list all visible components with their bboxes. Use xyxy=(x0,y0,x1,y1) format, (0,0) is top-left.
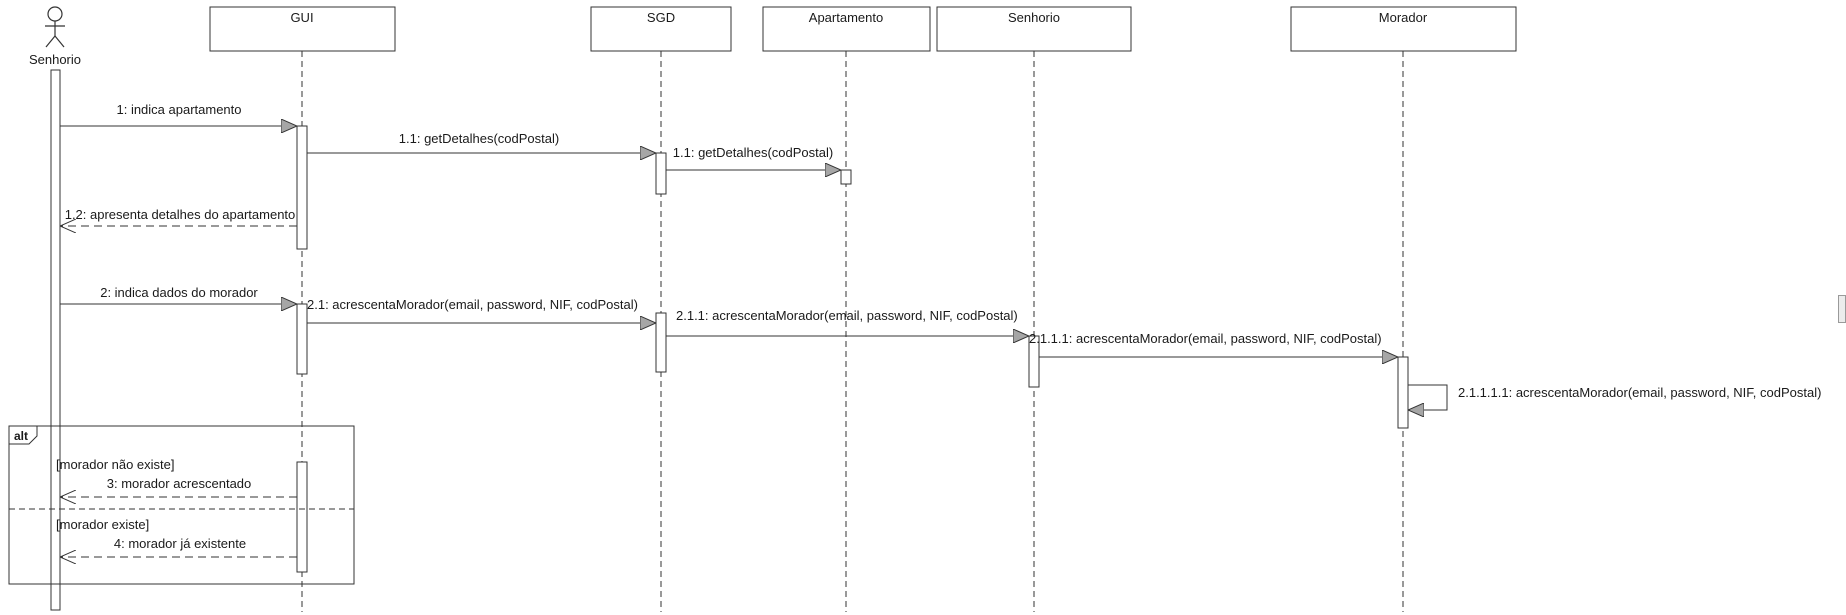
lifeline-head-morador[interactable]: Morador xyxy=(1290,6,1517,52)
lifeline-label-morador: Morador xyxy=(1379,10,1428,25)
alt-operator-label: alt xyxy=(14,429,28,443)
activation-apartamento-1 xyxy=(840,169,852,185)
message-label-4: 4: morador já existente xyxy=(114,536,246,551)
message-label-1: 1: indica apartamento xyxy=(116,102,241,117)
activation-sgd-1 xyxy=(655,152,667,195)
message-label-2-1: 2.1: acrescentaMorador(email, password, … xyxy=(307,297,638,312)
message-label-1-1-1: 1.1: getDetalhes(codPostal) xyxy=(673,145,833,160)
message-label-1-1: 1.1: getDetalhes(codPostal) xyxy=(399,131,559,146)
message-arrow-2-1-1-1-1[interactable] xyxy=(1408,384,1448,410)
lifeline-head-apartamento[interactable]: Apartamento xyxy=(762,6,931,52)
lifeline-head-gui[interactable]: GUI xyxy=(209,6,396,52)
message-label-2-1-1: 2.1.1: acrescentaMorador(email, password… xyxy=(676,308,1018,323)
alt-fragment[interactable]: alt [morador não existe] [morador existe… xyxy=(8,425,355,585)
activation-morador-1 xyxy=(1397,356,1409,429)
activation-senhorio-1 xyxy=(1028,335,1040,388)
lifeline-label-sgd: SGD xyxy=(647,10,675,25)
message-label-1-2: 1.2: apresenta detalhes do apartamento xyxy=(65,207,296,222)
actor-icon xyxy=(45,6,65,48)
message-label-2: 2: indica dados do morador xyxy=(100,285,258,300)
alt-guard-1: [morador não existe] xyxy=(56,457,175,472)
activation-gui-1 xyxy=(296,125,308,250)
alt-fragment-tab xyxy=(8,425,38,445)
message-label-2-1-1-1-1: 2.1.1.1.1: acrescentaMorador(email, pass… xyxy=(1458,385,1821,400)
lifeline-head-sgd[interactable]: SGD xyxy=(590,6,732,52)
lifeline-label-apartamento: Apartamento xyxy=(809,10,883,25)
lifeline-head-senhorio[interactable]: Senhorio xyxy=(936,6,1132,52)
lifeline-label-senhorio: Senhorio xyxy=(1008,10,1060,25)
message-label-2-1-1-1: 2.1.1.1: acrescentaMorador(email, passwo… xyxy=(1029,331,1382,346)
scrollbar-grip[interactable] xyxy=(1838,295,1846,323)
message-label-3: 3: morador acrescentado xyxy=(107,476,252,491)
activation-gui-3 xyxy=(296,461,308,573)
actor-activation xyxy=(50,69,61,611)
alt-guard-2: [morador existe] xyxy=(56,517,149,532)
activation-sgd-2 xyxy=(655,312,667,373)
activation-gui-2 xyxy=(296,303,308,375)
lifeline-label-gui: GUI xyxy=(290,10,313,25)
actor-label: Senhorio xyxy=(29,52,81,67)
actor-senhorio[interactable]: Senhorio xyxy=(29,6,81,67)
